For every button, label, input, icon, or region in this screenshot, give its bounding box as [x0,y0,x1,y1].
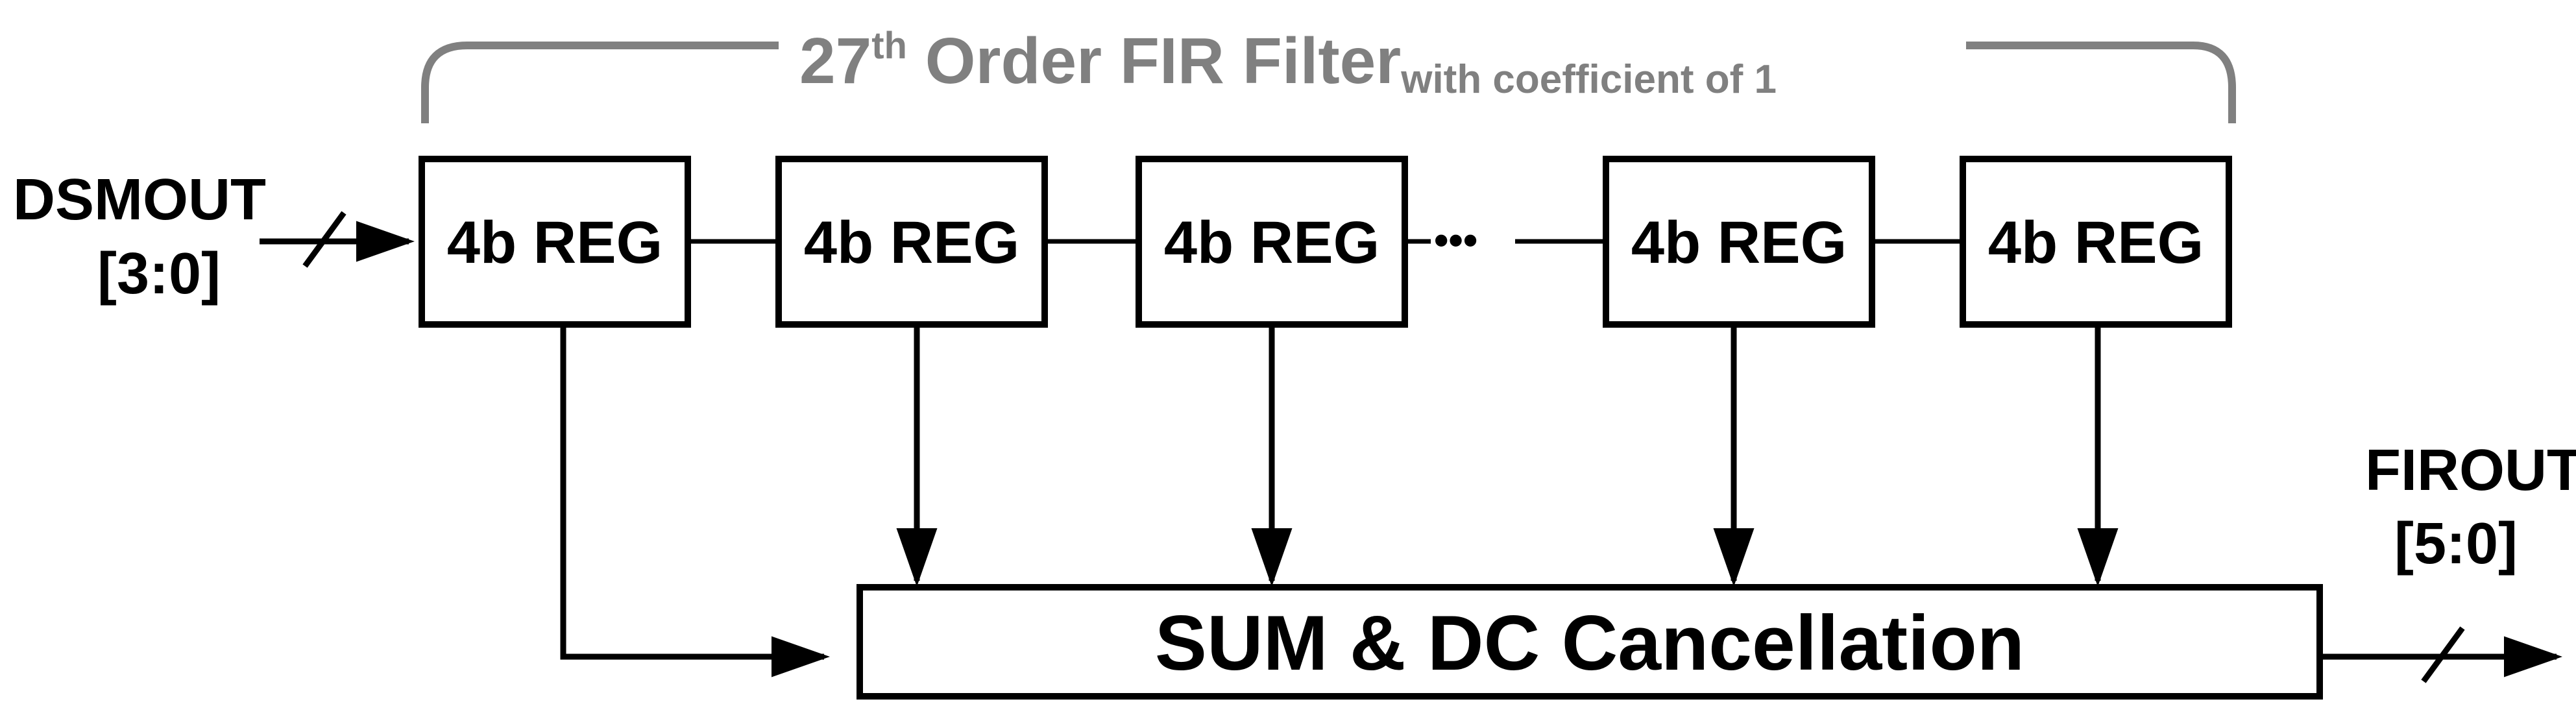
input-signal-name: DSMOUT [13,167,266,232]
input-bus-slash [302,211,346,268]
output-signal-name: FIROUT [2365,438,2576,503]
title-main-text: Order FIR Filter [907,25,1401,97]
input-bit-width: [3:0] [97,241,221,306]
register-1: 4b REG [419,156,691,328]
register-label: 4b REG [804,210,1019,276]
title-subscript: with coefficient of 1 [1400,57,1777,102]
ellipsis: ••• [1434,217,1477,263]
sum-block-label: SUM & DC Cancellation [1155,600,2024,687]
output-bit-width: [5:0] [2394,511,2518,576]
register-label: 4b REG [1631,210,1847,276]
register-label: 4b REG [447,210,662,276]
register-4: 4b REG [1603,156,1875,328]
title-bracket [421,42,2236,123]
register-label: 4b REG [1164,210,1379,276]
register-3: 4b REG [1136,156,1408,328]
sum-dc-block: SUM & DC Cancellation [857,584,2323,700]
register-2: 4b REG [775,156,1048,328]
register-5: 4b REG [1960,156,2232,328]
register-label: 4b REG [1988,210,2204,276]
title-superscript: th [871,25,907,67]
reg1-to-sum-path [560,328,830,677]
filter-title: 27th Order FIR Filterwith coefficient of… [799,25,1777,102]
title-order-number: 27 [799,25,871,97]
output-bus-slash [2421,626,2465,683]
